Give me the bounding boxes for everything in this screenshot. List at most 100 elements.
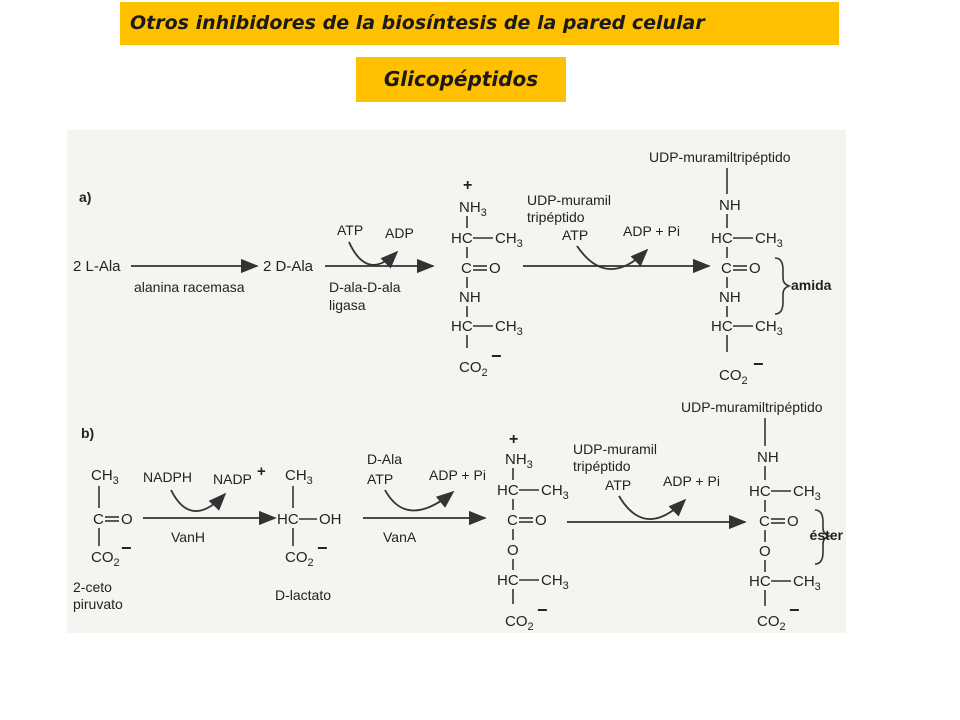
keto-line2: piruvato [73, 596, 123, 612]
vana-label: VanA [383, 529, 417, 545]
svg-text:−: − [317, 538, 328, 558]
svg-text:CO2: CO2 [757, 613, 786, 633]
slide-subtitle: Glicopéptidos [356, 57, 566, 102]
adp-label: ADP [385, 225, 414, 241]
d-ala-d-ala-structure: + NH3 HC CH3 C O NH HC CH3 CO2 − [451, 177, 523, 379]
svg-text:C: C [507, 512, 518, 529]
svg-text:HC: HC [497, 572, 519, 589]
svg-text:C: C [759, 513, 770, 530]
atp-adppi-curve-icon [576, 245, 649, 270]
svg-text:HC: HC [749, 483, 771, 500]
svg-text:OH: OH [319, 511, 342, 528]
svg-text:HC: HC [451, 230, 473, 247]
ester-bracket-icon [814, 509, 832, 565]
svg-text:NH: NH [757, 449, 779, 466]
svg-text:HC: HC [497, 482, 519, 499]
svg-text:NH: NH [719, 197, 741, 214]
pathway-figure: a) 2 L-Ala alanina racemasa 2 D-Ala ATP … [67, 130, 846, 633]
keto-line1: 2-ceto [73, 579, 112, 595]
svg-text:HC: HC [711, 318, 733, 335]
amide-bracket-icon [774, 257, 792, 315]
svg-text:CO2: CO2 [91, 549, 120, 569]
racemase-label: alanina racemasa [134, 279, 245, 295]
pathway-diagram: a) 2 L-Ala alanina racemasa 2 D-Ala ATP … [73, 149, 844, 633]
udp-amide-structure: UDP-muramiltripéptido NH HC CH3 C O NH H… [649, 149, 791, 387]
svg-text:O: O [507, 542, 519, 559]
ligase-line1: D-ala-D-ala [329, 279, 401, 295]
l-ala-label: 2 L-Ala [73, 258, 121, 275]
svg-text:CH3: CH3 [793, 573, 821, 593]
svg-text:CH3: CH3 [541, 572, 569, 592]
svg-text:NH3: NH3 [459, 199, 487, 219]
panel-a-tag: a) [79, 189, 91, 205]
svg-text:C: C [93, 511, 104, 528]
svg-text:CO2: CO2 [459, 359, 488, 379]
svg-text:HC: HC [711, 230, 733, 247]
udp-top-label: UDP-muramiltripéptido [649, 149, 791, 165]
amide-label: amida [791, 277, 832, 293]
nadph-curve-icon [170, 489, 227, 512]
nadph-label: NADPH [143, 469, 192, 485]
svg-text:+: + [463, 177, 472, 194]
panel-a: a) 2 L-Ala alanina racemasa 2 D-Ala ATP … [73, 149, 832, 387]
svg-text:NH: NH [719, 289, 741, 306]
atp-b-label: ATP [367, 471, 393, 487]
svg-text:CO2: CO2 [719, 367, 748, 387]
svg-text:O: O [489, 260, 501, 277]
ligase-line2: ligasa [329, 297, 366, 313]
svg-text:HC: HC [749, 573, 771, 590]
svg-text:−: − [789, 600, 800, 620]
svg-text:CH3: CH3 [285, 467, 313, 487]
udp-muramil-line1: UDP-muramil [527, 192, 611, 208]
svg-text:CH3: CH3 [91, 467, 119, 487]
svg-text:CO2: CO2 [505, 613, 534, 633]
d-lactato-label: D-lactato [275, 587, 331, 603]
udp-muramil-line2: tripéptido [527, 209, 585, 225]
svg-text:CH3: CH3 [495, 318, 523, 338]
panel-b: b) CH3 C O CO2 − 2-ceto piruvato NADPH N… [73, 399, 844, 633]
adp-pi2-b-label: ADP + Pi [663, 473, 720, 489]
atp-adp-curve-icon [348, 241, 399, 269]
slide-title: Otros inhibidores de la biosíntesis de l… [120, 2, 839, 45]
adp-pi-b-label: ADP + Pi [429, 467, 486, 483]
atp2-b-label: ATP [605, 477, 631, 493]
svg-text:HC: HC [277, 511, 299, 528]
svg-text:+: + [257, 463, 266, 480]
d-ala-b-label: D-Ala [367, 451, 402, 467]
svg-text:CO2: CO2 [285, 549, 314, 569]
svg-text:C: C [461, 260, 472, 277]
udp-muramil-b-line2: tripéptido [573, 458, 631, 474]
svg-text:HC: HC [451, 318, 473, 335]
svg-text:O: O [749, 260, 761, 277]
vanh-label: VanH [171, 529, 205, 545]
svg-text:CH3: CH3 [541, 482, 569, 502]
svg-text:NH3: NH3 [505, 451, 533, 471]
adp-pi-label: ADP + Pi [623, 223, 680, 239]
pyruvate-structure: CH3 C O CO2 − [91, 467, 133, 569]
svg-text:+: + [509, 431, 518, 448]
atp2-label: ATP [562, 227, 588, 243]
svg-text:−: − [491, 346, 502, 366]
udp-ester-structure: UDP-muramiltripéptido NH HC CH3 C O O HC… [681, 399, 823, 633]
d-ala-label: 2 D-Ala [263, 258, 314, 275]
svg-text:CH3: CH3 [755, 230, 783, 250]
atp-label: ATP [337, 222, 363, 238]
svg-text:−: − [537, 600, 548, 620]
svg-text:CH3: CH3 [755, 318, 783, 338]
svg-text:−: − [753, 354, 764, 374]
nadp-label: NADP [213, 471, 252, 487]
d-lactate-structure: CH3 HC OH CO2 − [277, 467, 342, 569]
d-ala-d-lac-structure: + NH3 HC CH3 C O O HC CH3 CO2 − [497, 431, 569, 633]
svg-text:O: O [121, 511, 133, 528]
svg-text:O: O [535, 512, 547, 529]
vana-curve-icon [384, 489, 455, 512]
svg-text:CH3: CH3 [793, 483, 821, 503]
svg-text:C: C [721, 260, 732, 277]
svg-text:O: O [759, 543, 771, 560]
udp-top-b-label: UDP-muramiltripéptido [681, 399, 823, 415]
svg-text:CH3: CH3 [495, 230, 523, 250]
svg-text:−: − [121, 538, 132, 558]
svg-text:NH: NH [459, 289, 481, 306]
udp-muramil-b-line1: UDP-muramil [573, 441, 657, 457]
svg-text:O: O [787, 513, 799, 530]
